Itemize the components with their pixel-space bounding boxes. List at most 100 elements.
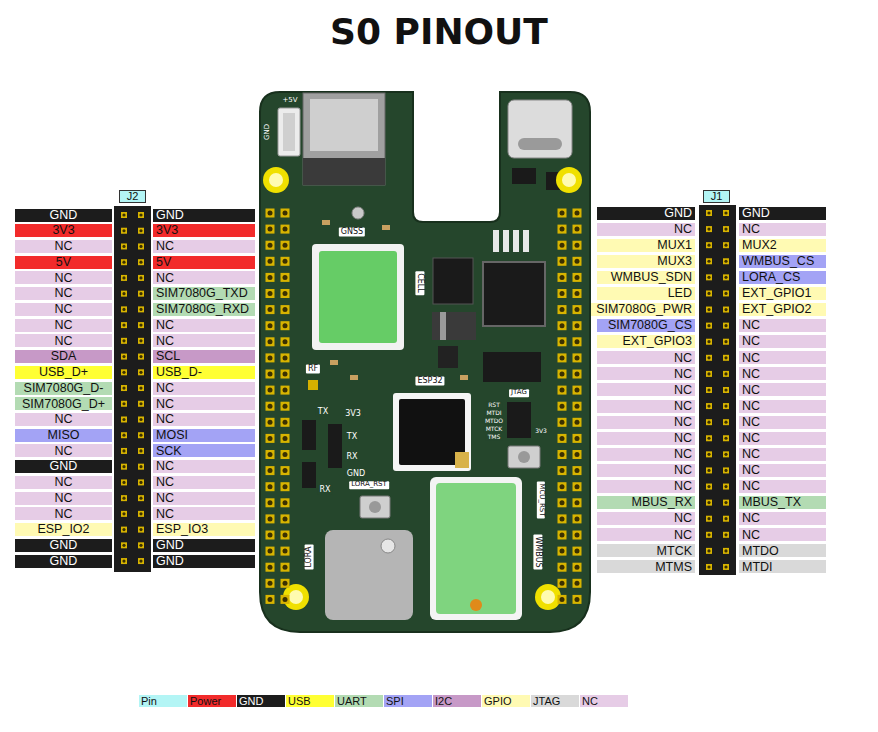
pin-label: NC xyxy=(15,303,112,316)
pin-hole xyxy=(268,404,273,409)
pin-hole xyxy=(268,565,273,570)
pin-hole xyxy=(139,229,142,232)
modem-chip xyxy=(483,262,545,326)
pin-label: NC xyxy=(739,335,826,348)
pin-hole xyxy=(560,355,565,360)
pin-hole xyxy=(122,355,125,358)
usb-c-connector xyxy=(508,100,572,158)
legend-text: GND xyxy=(239,695,263,707)
pin-hole xyxy=(707,517,710,520)
pin-pad xyxy=(558,257,567,266)
pin-hole xyxy=(724,227,727,230)
pin-hole xyxy=(560,323,565,328)
pin-pad xyxy=(138,369,144,375)
pin-label: GND xyxy=(597,207,695,220)
pin-hole xyxy=(283,388,288,393)
pin-name: LORA_CS xyxy=(742,271,800,284)
silkscreen-label: RX xyxy=(344,453,359,462)
legend-swatch: GND xyxy=(237,695,285,707)
pin-name: GND xyxy=(156,209,184,222)
pin-label: MBUS_RX xyxy=(597,496,695,509)
pin-label: SIM7080G_PWR xyxy=(591,303,695,316)
pin-hole xyxy=(139,245,142,248)
pin-hole xyxy=(283,484,288,489)
pin-hole xyxy=(560,500,565,505)
pin-name: NC xyxy=(156,335,174,348)
pin-pad xyxy=(558,547,567,556)
pin-label: GND xyxy=(153,539,255,552)
pin-label: NC xyxy=(15,271,112,284)
pin-pad xyxy=(558,402,567,411)
pin-pad xyxy=(281,482,290,491)
pin-hole xyxy=(560,307,565,312)
pin-hole xyxy=(268,549,273,554)
pin-pad xyxy=(266,289,275,298)
pin-hole xyxy=(122,276,125,279)
pin-label: SDA xyxy=(15,350,112,363)
mounting-hole-center xyxy=(269,173,283,187)
pin-name: MBUS_RX xyxy=(632,496,692,509)
silkscreen-label: LORA_RST xyxy=(349,481,389,489)
pin-pad xyxy=(723,467,729,473)
pin-hole xyxy=(139,276,142,279)
pin-pad xyxy=(706,387,712,393)
pin-pad xyxy=(706,290,712,296)
pin-hole xyxy=(575,581,580,586)
pin-pad xyxy=(281,563,290,572)
pin-hole xyxy=(724,453,727,456)
pin-pad xyxy=(281,241,290,250)
legend-swatch: JTAG xyxy=(531,695,579,707)
pin-hole xyxy=(560,275,565,280)
pin-pad xyxy=(266,563,275,572)
pin-label: NC xyxy=(15,240,112,253)
pin-pad xyxy=(281,418,290,427)
pin-pad xyxy=(573,402,582,411)
pin-hole xyxy=(268,516,273,521)
pin-hole xyxy=(575,372,580,377)
silkscreen-label: 3V3 xyxy=(533,428,549,435)
pin-hole xyxy=(707,421,710,424)
pin-hole xyxy=(122,371,125,374)
pin-label: NC xyxy=(597,480,695,493)
pin-label: WMBUS_CS xyxy=(739,255,826,268)
pin-hole xyxy=(122,245,125,248)
pin-hole xyxy=(268,355,273,360)
pin-label: NC xyxy=(153,271,255,284)
pin-hole xyxy=(575,227,580,232)
pin-pad xyxy=(573,386,582,395)
pin-pad xyxy=(281,514,290,523)
pin-pad xyxy=(281,386,290,395)
antenna-pad xyxy=(513,230,519,252)
pin-name: NC xyxy=(54,492,72,505)
pin-pad xyxy=(573,450,582,459)
pin-hole xyxy=(268,500,273,505)
pin-hole xyxy=(724,388,727,391)
pin-hole xyxy=(560,468,565,473)
pin-hole xyxy=(283,355,288,360)
silkscreen-label: RST xyxy=(486,402,502,409)
pin-pad xyxy=(138,448,144,454)
pin-name: MUX3 xyxy=(657,255,692,268)
pin-label: MISO xyxy=(15,429,112,442)
silkscreen-label: TX xyxy=(345,433,359,442)
pin-name: NC xyxy=(674,448,692,461)
pin-hole xyxy=(122,261,125,264)
pin-label: NC xyxy=(15,476,112,489)
pin-hole xyxy=(560,549,565,554)
pin-hole xyxy=(560,243,565,248)
pin-hole xyxy=(268,323,273,328)
pin-hole xyxy=(707,565,710,568)
pin-hole xyxy=(283,275,288,280)
pin-hole xyxy=(139,418,142,421)
pin-hole xyxy=(707,340,710,343)
pin-name: NC xyxy=(156,508,174,521)
pin-name: NC xyxy=(674,512,692,525)
pin-label: NC xyxy=(739,400,826,413)
sim-holder xyxy=(303,93,385,185)
pin-label: NC xyxy=(597,464,695,477)
pin-label: EXT_GPIO1 xyxy=(739,287,826,300)
pin-pad xyxy=(573,257,582,266)
pin-hole xyxy=(575,565,580,570)
pin-pad xyxy=(706,355,712,361)
pin-pad xyxy=(121,322,127,328)
